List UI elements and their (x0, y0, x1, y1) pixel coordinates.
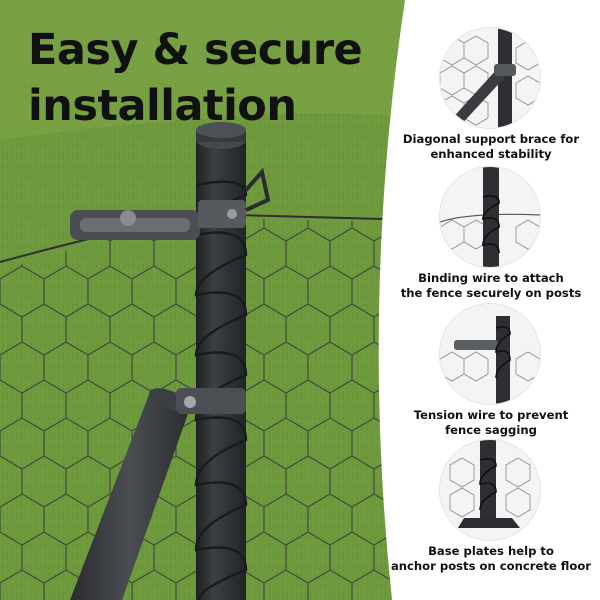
headline-line-2: installation (28, 81, 297, 131)
feature-caption: Tension wire to prevent fence sagging (413, 408, 569, 437)
binding-wire-icon (440, 167, 540, 267)
diagonal-brace-icon (440, 28, 540, 128)
base-plate-icon (440, 440, 540, 540)
headline: Easy & secure installation (28, 22, 363, 134)
tension-wire-icon (440, 304, 540, 404)
feature-caption: Diagonal support brace for enhanced stab… (402, 132, 580, 161)
feature-caption: Base plates help to anchor posts on conc… (390, 544, 592, 573)
headline-line-1: Easy & secure (28, 25, 363, 75)
feature-caption: Binding wire to attach the fence securel… (400, 271, 582, 300)
features-panel: Diagonal support brace for enhanced stab… (382, 0, 600, 600)
